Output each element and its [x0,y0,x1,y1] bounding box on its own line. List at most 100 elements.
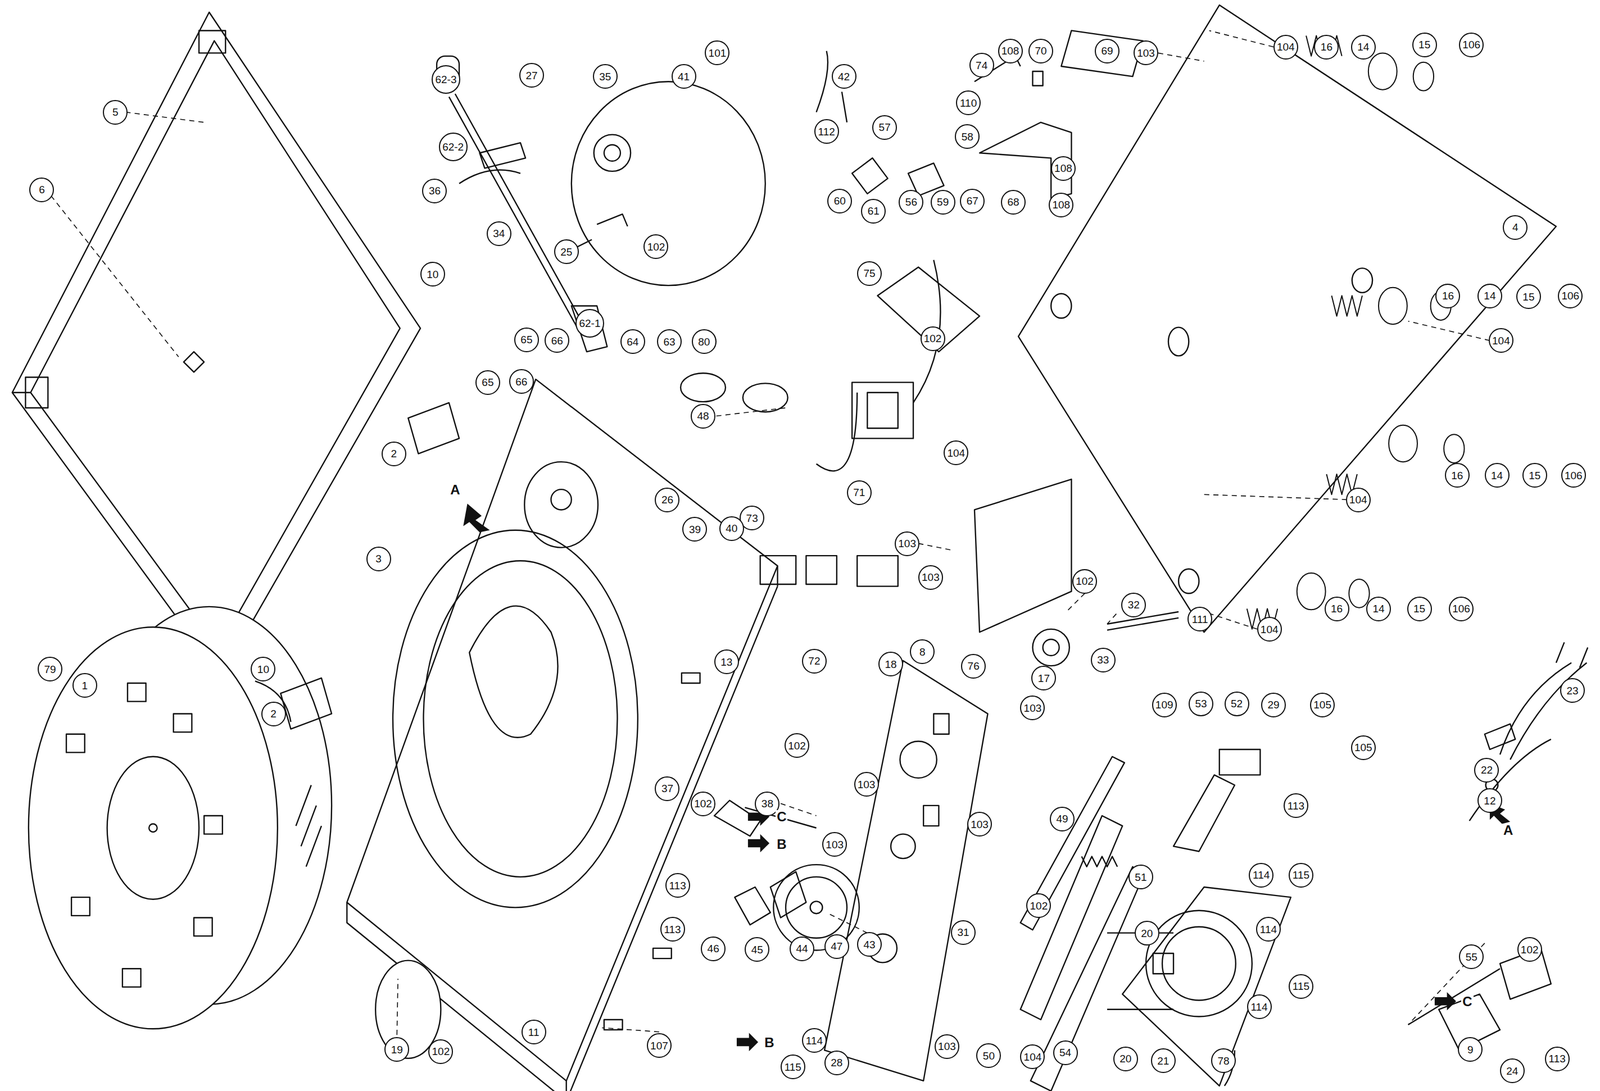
callout-number: 21 [1157,1055,1169,1067]
callout-circle: 31 [950,920,976,946]
callout-circle: 33 [1090,647,1116,673]
callout-circle: 78 [1211,1048,1236,1074]
callout-number: 102 [1075,576,1094,587]
callout-number: 65 [520,334,533,346]
callout-number: 105 [1354,742,1373,754]
callout-number: 104 [1492,335,1511,347]
callout-circle: 102 [690,791,716,817]
view-letter: C [1461,995,1473,1009]
callout-number: 14 [1483,290,1496,302]
callout-number: 102 [432,1046,451,1058]
callout-number: 108 [1052,199,1071,211]
callout-circle: 14 [1484,463,1510,488]
callout-circle: 68 [1000,189,1026,215]
callout-circle: 15 [1516,284,1541,310]
callout-number: 35 [599,71,611,83]
callout-number: 110 [959,97,977,109]
callout-number: 62-3 [434,74,457,85]
callout-number: 103 [898,538,917,550]
callout-number: 78 [1217,1055,1230,1067]
callout-circle: 1 [72,673,98,698]
callout-circle: 102 [1517,937,1543,963]
callout-number: 73 [746,513,759,524]
callout-number: 40 [725,523,738,534]
callout-circle: 112 [814,119,840,144]
callout-number: 24 [1506,1066,1518,1077]
callout-number: 29 [1267,699,1280,711]
callout-circle: 57 [872,115,897,140]
callout-circle: 47 [824,934,850,960]
callout-number: 42 [837,71,850,83]
callout-circle: 113 [1544,1046,1570,1072]
callout-circle: 2 [381,441,407,467]
callout-circle: 53 [1188,691,1214,717]
callout-number: 25 [560,246,573,258]
callout-number: 15 [1528,470,1541,482]
callout-number: 115 [1292,981,1310,992]
callout-circle: 113 [1283,793,1309,819]
callout-circle: 103 [934,1034,960,1060]
callout-circle: 107 [646,1033,672,1059]
callout-circle: 105 [1351,735,1376,761]
callout-number: 45 [751,944,764,956]
callout-circle: 62-3 [431,65,461,94]
callout-circle: 44 [789,936,815,962]
callout-circle: 20 [1113,1046,1139,1072]
callout-circle: 36 [422,178,447,204]
callout-circle: 62-2 [438,132,468,162]
callout-circle: 2 [261,701,287,727]
callout-number: 26 [661,494,674,506]
callout-number: 27 [525,70,538,81]
callout-circle: 24 [1499,1058,1525,1084]
callout-number: 37 [661,783,674,795]
callout-circle: 16 [1435,283,1461,309]
callout-circle: 101 [704,40,730,66]
callout-circle: 45 [744,937,770,963]
callout-number: 22 [1480,764,1493,776]
callout-circle: 56 [898,189,924,215]
callout-circle: 65 [514,327,539,353]
callout-number: 63 [663,336,676,348]
callout-number: 15 [1413,603,1426,615]
callout-number: 76 [967,660,980,672]
callout-circle: 103 [894,531,920,557]
callout-number: 10 [426,269,439,280]
callout-number: 62-1 [578,318,601,329]
callout-number: 102 [923,333,942,344]
callout-number: 2 [391,448,398,460]
callout-circle: 16 [1324,596,1350,622]
view-letter: C [775,810,788,824]
callout-number: 114 [1252,869,1270,881]
callout-circle: 11 [521,1020,547,1045]
callout-circle: 106 [1458,32,1484,58]
callout-circle: 15 [1412,32,1438,58]
callout-number: 75 [863,268,876,279]
callout-number: 106 [1452,603,1471,615]
callout-circle: 16 [1313,34,1339,60]
callout-circle: 76 [961,654,986,679]
callout-number: 104 [1023,1052,1042,1063]
callout-number: 113 [1287,800,1305,812]
callout-circle: 23 [1560,678,1585,704]
callout-circle: 104 [1345,487,1371,513]
callout-number: 66 [515,376,528,388]
callout-number: 62-2 [442,141,464,153]
callout-number: 46 [707,943,720,955]
callout-circle: 106 [1561,463,1586,488]
callout-circle: 104 [1257,617,1282,642]
callout-number: 19 [391,1044,403,1056]
callout-number: 15 [1522,291,1535,303]
callout-number: 102 [694,798,713,810]
callout-circle: 114 [1248,863,1274,888]
callout-number: 57 [878,121,891,133]
callout-circle: 108 [1050,156,1076,181]
callout-number: 113 [668,880,686,892]
callout-circle: 22 [1474,758,1499,783]
callout-number: 5 [112,106,119,118]
callout-circle: 102 [784,733,810,759]
callout-circle: 109 [1152,692,1177,718]
callout-number: 36 [428,185,441,197]
callout-number: 113 [1548,1053,1566,1065]
callout-number: 104 [1260,624,1279,636]
